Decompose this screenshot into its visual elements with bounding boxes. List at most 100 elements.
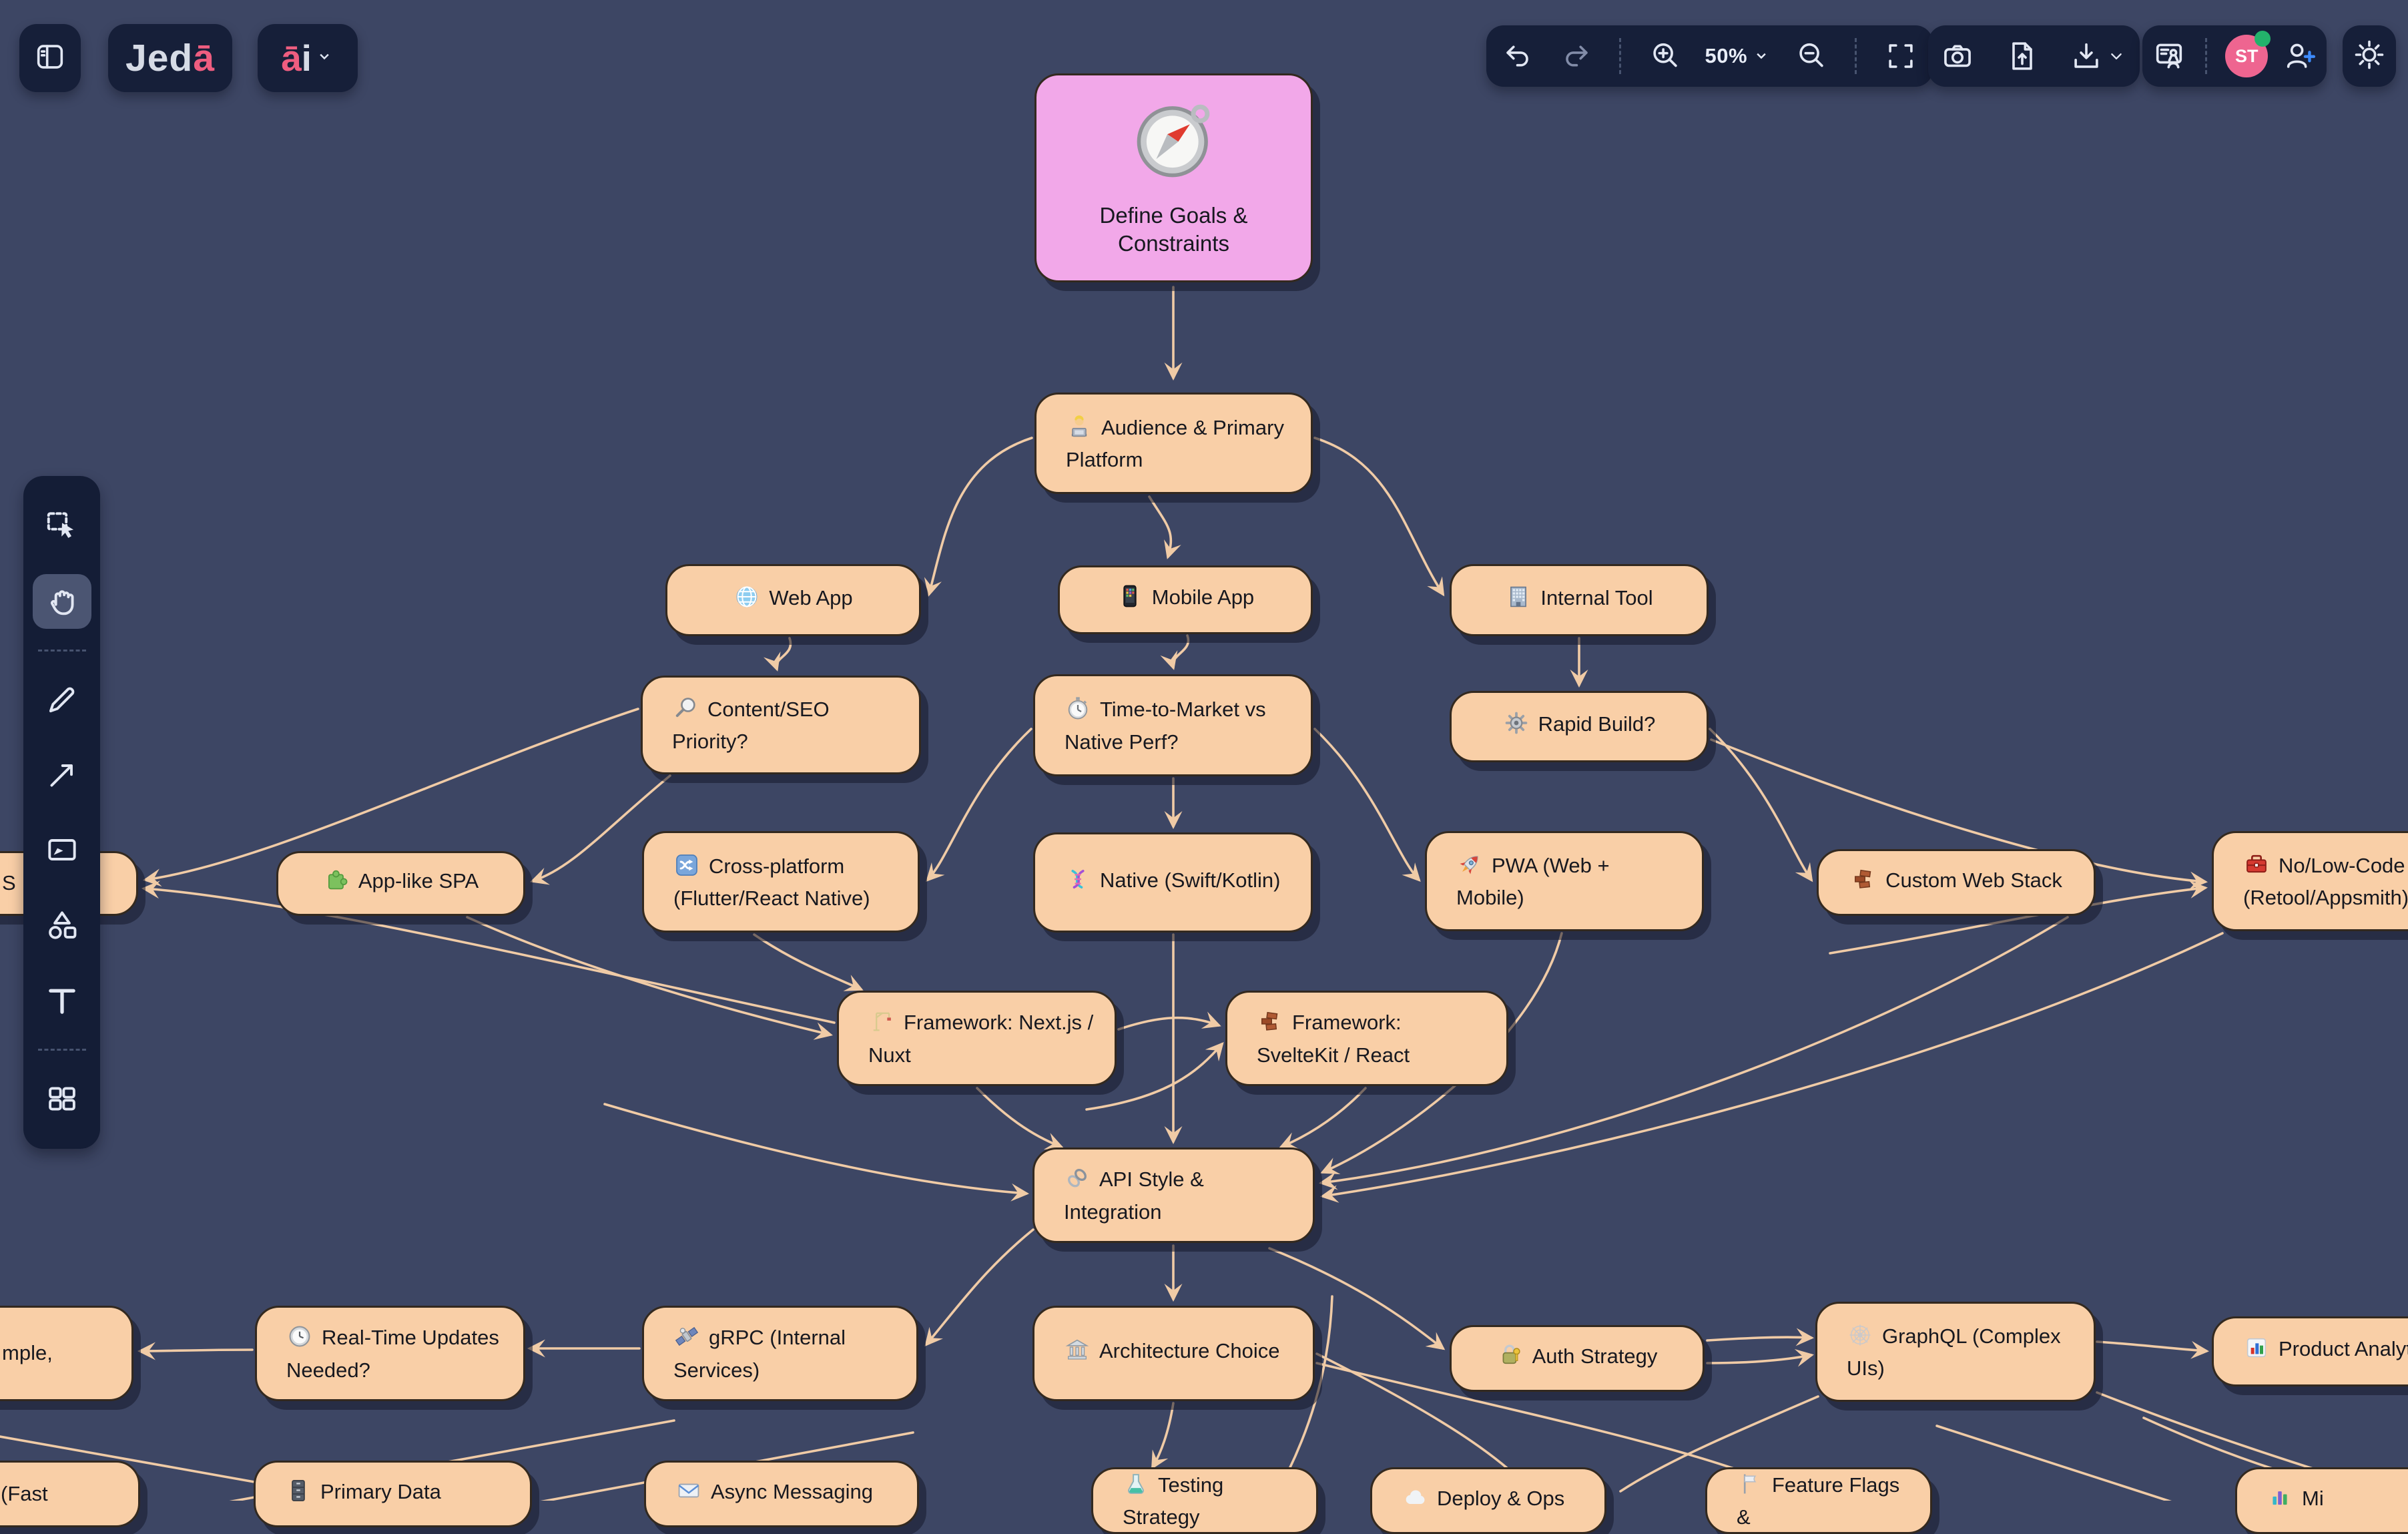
zoom-out-button[interactable] xyxy=(1794,39,1829,73)
download-button[interactable] xyxy=(2069,39,2128,73)
logo-accent: ā xyxy=(193,37,215,79)
node-real-time-updates[interactable]: Real-Time Updates Needed? xyxy=(255,1306,525,1401)
node-cross-platform[interactable]: Cross-platform (Flutter/React Native) xyxy=(642,831,920,933)
node-graphql[interactable]: GraphQL (Complex UIs) xyxy=(1815,1302,2096,1402)
flag-icon xyxy=(1737,1471,1763,1504)
edge-line xyxy=(1148,495,1181,559)
node-rapid-build[interactable]: Rapid Build? xyxy=(1450,691,1709,762)
avatar[interactable]: ST xyxy=(2225,31,2271,77)
node-custom-web-stack[interactable]: Custom Web Stack xyxy=(1817,849,2096,916)
ai-rest: i xyxy=(301,37,312,79)
fullscreen-button[interactable] xyxy=(1883,39,1918,73)
online-status-dot xyxy=(2254,31,2271,47)
shapes-tool[interactable] xyxy=(33,898,91,953)
node-web-app[interactable]: Web App xyxy=(665,564,921,636)
node-fragment-mple[interactable]: mple, xyxy=(0,1306,133,1401)
node-label: (Fast xyxy=(1,1481,48,1505)
building-icon xyxy=(1505,583,1532,617)
node-label: PWA (Web + Mobile) xyxy=(1456,851,1682,912)
sidebar-toggle-button[interactable] xyxy=(19,24,81,92)
node-label: Real-Time Updates Needed? xyxy=(286,1323,503,1384)
node-label: Rapid Build? xyxy=(1503,710,1655,743)
zoom-level-menu[interactable]: 50% xyxy=(1705,44,1772,68)
import-file-button[interactable] xyxy=(2005,39,2040,73)
magnifier-icon xyxy=(672,695,699,728)
node-internal-tool[interactable]: Internal Tool xyxy=(1450,564,1709,636)
node-label: Framework: Next.js / Nuxt xyxy=(868,1008,1095,1069)
pan-hand-tool[interactable] xyxy=(32,573,91,629)
redo-button[interactable] xyxy=(1558,39,1593,73)
edge-line xyxy=(1935,1425,2172,1501)
node-product-analytics[interactable]: Product Analytics xyxy=(2212,1316,2408,1386)
history-zoom-toolbar: 50% xyxy=(1486,25,1933,87)
node-app-like-spa[interactable]: App-like SPA xyxy=(276,851,525,916)
node-no-low-code[interactable]: No/Low-Code (Retool/Appsmith) xyxy=(2212,831,2408,931)
node-label: Native (Swift/Kotlin) xyxy=(1065,866,1280,899)
node-mobile-app[interactable]: Mobile App xyxy=(1058,565,1313,634)
zoom-in-button[interactable] xyxy=(1648,39,1683,73)
node-audience-platform[interactable]: Audience & Primary Platform xyxy=(1034,393,1313,494)
pencil-tool[interactable] xyxy=(33,672,91,727)
chevron-down-icon xyxy=(314,47,334,70)
node-fragment-fast[interactable]: (Fast xyxy=(0,1461,140,1527)
bricks-icon xyxy=(1257,1008,1283,1041)
select-tool[interactable] xyxy=(33,499,91,553)
dna-icon xyxy=(1065,866,1091,899)
node-label: Custom Web Stack xyxy=(1850,866,2062,899)
node-content-seo[interactable]: Content/SEO Priority? xyxy=(641,676,921,774)
edge-line xyxy=(1313,728,1421,882)
node-label: GraphQL (Complex UIs) xyxy=(1847,1322,2074,1382)
node-api-style[interactable]: API Style & Integration xyxy=(1032,1147,1315,1243)
jeda-logo[interactable]: Jedā xyxy=(108,24,232,92)
edge-line xyxy=(1706,1328,1815,1346)
screenshot-button[interactable] xyxy=(1940,39,1975,73)
envelope-icon xyxy=(675,1477,702,1511)
image-frame-tool[interactable] xyxy=(33,822,91,877)
node-label: Web App xyxy=(733,583,853,617)
templates-grid-tool[interactable] xyxy=(33,1071,91,1126)
connector-arrow-tool[interactable] xyxy=(33,748,91,802)
node-label: Auth Strategy xyxy=(1497,1342,1657,1375)
node-define-goals[interactable]: Define Goals & Constraints xyxy=(1034,73,1313,282)
node-native[interactable]: Native (Swift/Kotlin) xyxy=(1033,832,1313,933)
node-label: Testing Strategy xyxy=(1123,1471,1296,1531)
stopwatch-icon xyxy=(1065,695,1091,728)
edge-line xyxy=(2096,1340,2210,1359)
node-framework-sveltekit[interactable]: Framework: SvelteKit / React xyxy=(1225,991,1508,1086)
undo-button[interactable] xyxy=(1501,39,1536,73)
text-tool[interactable] xyxy=(33,973,91,1028)
crane-icon xyxy=(868,1008,895,1041)
node-auth-strategy[interactable]: Auth Strategy xyxy=(1450,1325,1705,1392)
node-async-messaging[interactable]: Async Messaging xyxy=(644,1461,919,1527)
node-feature-flags[interactable]: Feature Flags & xyxy=(1705,1467,1932,1534)
chevron-down-icon xyxy=(2111,53,2122,59)
ai-accent: ā xyxy=(281,37,302,79)
ai-menu-button[interactable]: āi xyxy=(258,24,358,92)
present-button[interactable] xyxy=(2152,39,2186,73)
node-pwa[interactable]: PWA (Web + Mobile) xyxy=(1425,831,1704,931)
node-label: Internal Tool xyxy=(1505,583,1653,617)
node-grpc[interactable]: gRPC (Internal Services) xyxy=(642,1306,918,1401)
globe-icon xyxy=(733,583,760,617)
node-deploy-ops[interactable]: Deploy & Ops xyxy=(1370,1467,1606,1534)
edge-line xyxy=(1318,916,2069,1190)
satellite-icon xyxy=(673,1323,700,1356)
edge-line xyxy=(530,774,671,885)
phone-icon xyxy=(1117,583,1143,616)
edge-line xyxy=(1710,738,2208,890)
node-architecture-choice[interactable]: Architecture Choice xyxy=(1032,1306,1315,1401)
node-time-to-market[interactable]: Time-to-Market vs Native Perf? xyxy=(1033,674,1313,776)
web-icon xyxy=(1847,1322,1873,1355)
node-testing-strategy[interactable]: Testing Strategy xyxy=(1091,1467,1318,1534)
node-primary-data[interactable]: Primary Data xyxy=(254,1461,532,1527)
zoom-level-value: 50% xyxy=(1705,44,1748,67)
node-fragment-mi[interactable]: Mi xyxy=(2235,1467,2408,1534)
clock-icon xyxy=(286,1323,313,1356)
bricks-icon xyxy=(1850,866,1877,899)
edge-line xyxy=(1268,1247,1446,1350)
settings-button[interactable] xyxy=(2343,25,2396,87)
add-collaborator-button[interactable] xyxy=(2283,39,2317,73)
node-framework-nextjs[interactable]: Framework: Next.js / Nuxt xyxy=(837,991,1117,1086)
gear-icon xyxy=(2352,37,2387,75)
